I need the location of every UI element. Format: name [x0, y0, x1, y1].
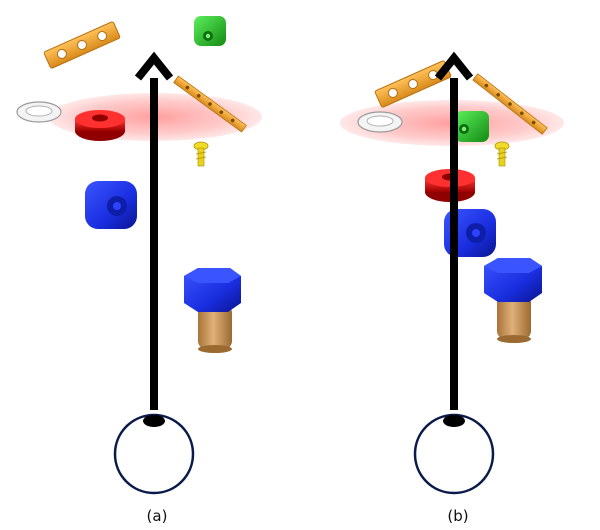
panel-caption-a: (a)	[147, 507, 168, 525]
yellow-screw	[494, 141, 510, 167]
arrow-head	[434, 51, 474, 81]
eye-icon	[413, 413, 495, 495]
yellow-screw	[193, 141, 209, 167]
red-ring	[75, 110, 125, 141]
blue-cube	[85, 181, 137, 229]
hex-nut-with-cylinder	[184, 268, 241, 353]
green-cube	[455, 111, 489, 142]
arrow-head	[134, 51, 174, 81]
white-ring	[357, 111, 403, 133]
orange-bar	[173, 75, 247, 133]
green-cube	[194, 16, 226, 46]
panel-b: (b)	[340, 51, 564, 525]
hex-nut-with-cylinder	[484, 258, 542, 343]
panel-a: (a)	[16, 16, 262, 525]
panel-caption-b: (b)	[447, 507, 468, 525]
eye-icon	[113, 413, 195, 495]
orange-bar	[472, 73, 548, 135]
white-ring	[16, 101, 62, 123]
orange-plate	[43, 21, 121, 69]
